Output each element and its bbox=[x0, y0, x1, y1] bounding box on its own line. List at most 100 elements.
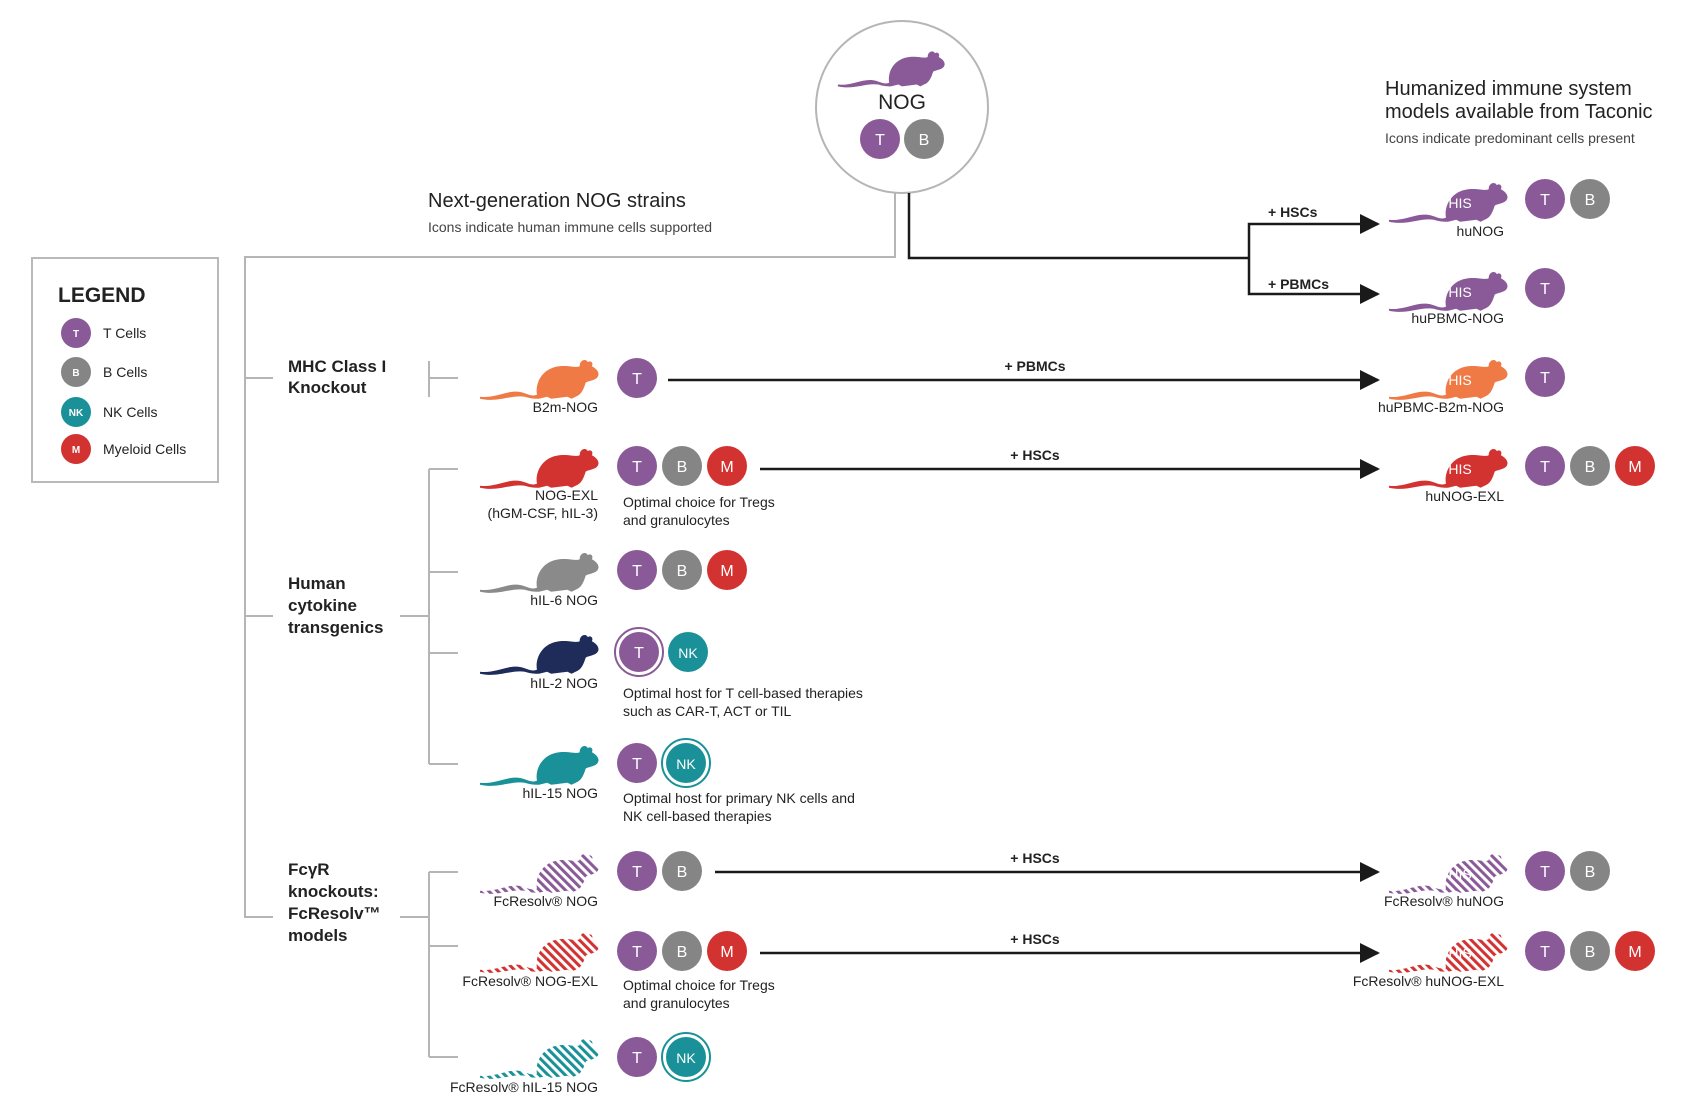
strain-note: Optimal host for T cell-based therapies bbox=[623, 685, 863, 701]
arrow-to-hupbmc: + PBMCs bbox=[1268, 276, 1380, 304]
strain-label: (hGM-CSF, hIL-3) bbox=[488, 505, 598, 521]
model-fc_hunog-cell-b: B bbox=[1570, 851, 1610, 891]
strain-note: such as CAR-T, ACT or TIL bbox=[623, 703, 792, 719]
his-badge: HIS bbox=[1448, 284, 1471, 300]
legend-label: T Cells bbox=[103, 325, 146, 341]
cell-dot bbox=[1525, 268, 1565, 308]
model-hunog_exl-cell-t: T bbox=[1525, 446, 1565, 486]
cell-letter: M bbox=[720, 459, 733, 476]
strain-fc_il15-cell-nk: NK bbox=[661, 1032, 711, 1082]
strain-il2-cell-nk: NK bbox=[668, 632, 708, 672]
root-circle bbox=[815, 20, 989, 194]
cell-dot bbox=[666, 1037, 706, 1077]
strain-label: hIL-2 NOG bbox=[530, 675, 598, 691]
strains-layer: B2m-NOG T NOG-EXL (hGM-CSF, hIL-3) T B M Optima… bbox=[450, 358, 863, 1095]
group-label-line: models bbox=[288, 926, 348, 945]
mouse-icon bbox=[480, 854, 599, 894]
strain-label: NOG-EXL bbox=[535, 487, 598, 503]
arrow-label: + HSCs bbox=[1010, 447, 1060, 463]
his-badge: HIS bbox=[1448, 461, 1471, 477]
mouse-icon bbox=[480, 360, 599, 400]
strain-il6-cell-m: M bbox=[707, 550, 747, 590]
mouse-icon bbox=[480, 1039, 599, 1079]
cell-dot bbox=[617, 446, 657, 486]
legend-label: NK Cells bbox=[103, 404, 157, 420]
model-hupbmc_b2m-cell-t: T bbox=[1525, 357, 1565, 397]
strain-label: B2m-NOG bbox=[533, 399, 598, 415]
cell-letter: B bbox=[677, 864, 688, 881]
model-hunog_exl-cell-b: B bbox=[1570, 446, 1610, 486]
cell-letter: M bbox=[720, 944, 733, 961]
next-gen-heading: Next-generation NOG strains Icons indica… bbox=[428, 190, 712, 235]
model-hupbmc-cell-t: T bbox=[1525, 268, 1565, 308]
cell-letter: T bbox=[634, 645, 644, 662]
legend-dot bbox=[61, 318, 91, 348]
strain-il15-cell-t: T bbox=[617, 743, 657, 783]
legend-label: Myeloid Cells bbox=[103, 441, 186, 457]
mouse-icon bbox=[480, 635, 599, 675]
arrows-layer: + PBMCs+ HSCs+ HSCs+ HSCs+ HSCs+ PBMCs bbox=[668, 204, 1380, 963]
cell-letter: B bbox=[677, 459, 688, 476]
strain-b2m: B2m-NOG T bbox=[480, 358, 657, 415]
mouse-icon bbox=[480, 449, 599, 489]
cell-dot bbox=[1525, 357, 1565, 397]
humanized-subtitle: Icons indicate predominant cells present bbox=[1385, 130, 1635, 146]
legend-item-nk: NK NK Cells bbox=[61, 397, 157, 427]
cell-letter: B bbox=[1585, 459, 1596, 476]
tree-trunk-line bbox=[244, 193, 896, 918]
model-label: huPBMC-B2m-NOG bbox=[1378, 399, 1504, 415]
cell-dot bbox=[1525, 931, 1565, 971]
cell-letter: B bbox=[1585, 192, 1596, 209]
cell-letter: T bbox=[1540, 281, 1550, 298]
cell-dot bbox=[1615, 446, 1655, 486]
cell-dot bbox=[617, 931, 657, 971]
legend-letter: NK bbox=[69, 408, 84, 419]
cell-dot bbox=[707, 931, 747, 971]
cell-dot bbox=[617, 851, 657, 891]
arrow-to-fc_hunog: + HSCs bbox=[715, 850, 1380, 882]
model-fc_hunog_exl-cell-b: B bbox=[1570, 931, 1610, 971]
bracket-fcyr bbox=[400, 871, 458, 1058]
cell-dot bbox=[662, 550, 702, 590]
strain-il6-cell-t: T bbox=[617, 550, 657, 590]
strain-note: and granulocytes bbox=[623, 995, 730, 1011]
cell-letter: T bbox=[1540, 864, 1550, 881]
arrow-label: + HSCs bbox=[1010, 931, 1060, 947]
cell-dot bbox=[1525, 446, 1565, 486]
strain-fc_nog-cell-b: B bbox=[662, 851, 702, 891]
group-label-line: FcResolv™ bbox=[288, 904, 381, 923]
strain-note: NK cell-based therapies bbox=[623, 808, 772, 824]
strain-label: FcResolv® NOG bbox=[494, 893, 598, 909]
cell-letter: T bbox=[1540, 459, 1550, 476]
arrow-to-hunog: + HSCs bbox=[1268, 204, 1380, 234]
cell-letter: T bbox=[1540, 370, 1550, 387]
cell-dot bbox=[860, 119, 900, 159]
cell-dot bbox=[1525, 179, 1565, 219]
strain-exl-cell-m: M bbox=[707, 446, 747, 486]
strain-b2m-cell-t: T bbox=[617, 358, 657, 398]
humanized-heading: Humanized immune system models available… bbox=[1385, 78, 1653, 146]
cell-dot bbox=[617, 358, 657, 398]
bracket-cytokine bbox=[400, 468, 458, 765]
cell-letter: T bbox=[632, 756, 642, 773]
humanized-title-line1: Humanized immune system bbox=[1385, 78, 1632, 100]
arrow-label: + HSCs bbox=[1010, 850, 1060, 866]
bracket-mhc bbox=[428, 361, 458, 397]
legend-dot bbox=[61, 434, 91, 464]
cell-letter: B bbox=[677, 563, 688, 580]
model-label: huNOG-EXL bbox=[1425, 488, 1504, 504]
cell-dot bbox=[619, 632, 659, 672]
